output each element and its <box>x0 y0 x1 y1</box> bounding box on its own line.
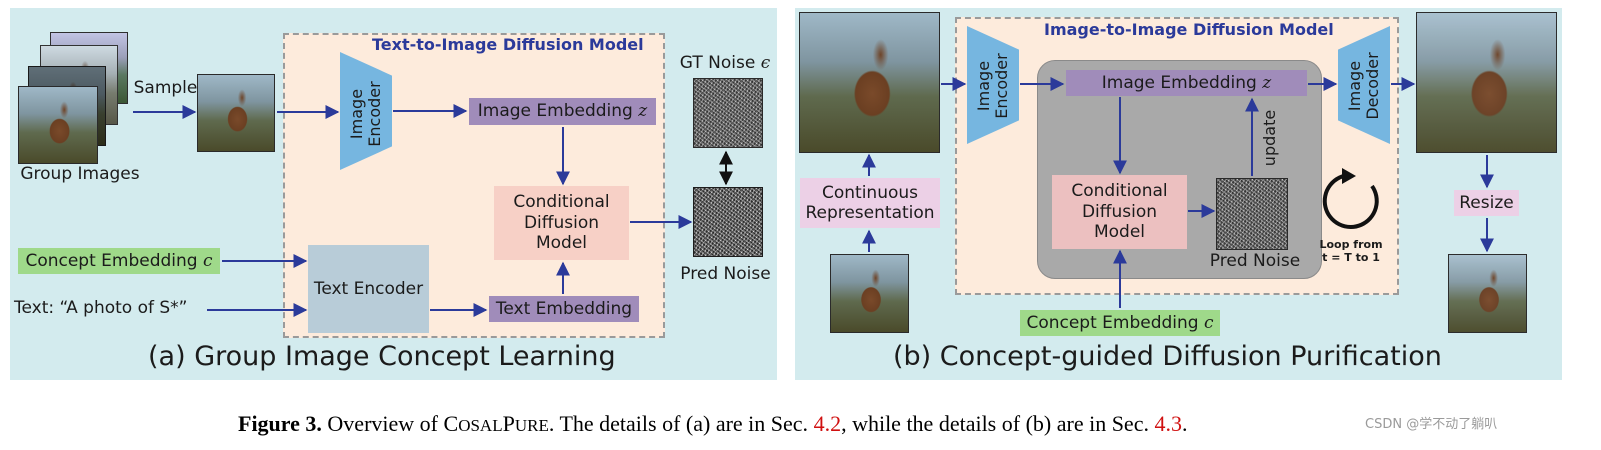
pred-noise-label-b: Pred Noise <box>1209 251 1301 271</box>
gt-noise-symbol: ϵ <box>760 53 771 73</box>
continuous-rep-label: Continuous Representation <box>805 182 935 223</box>
image-embedding-symbol-a: z <box>638 101 648 122</box>
image-encoder-shape-b <box>967 26 1019 144</box>
loop-icon <box>1322 173 1379 229</box>
figure-caption-text4: . <box>1181 411 1188 436</box>
conditional-diffusion-box-b: Conditional Diffusion Model <box>1052 175 1187 249</box>
concept-embedding-box-a: Concept Embedding c <box>18 248 220 274</box>
sampled-image <box>197 74 275 152</box>
pred-noise-image-a <box>693 187 763 257</box>
image-embedding-box-b: Image Embedding z <box>1066 70 1307 96</box>
concept-embedding-label-a: Concept Embedding <box>25 250 198 271</box>
text-encoder-label: Text Encoder <box>313 278 424 299</box>
conditional-diffusion-label-a: Conditional Diffusion Model <box>513 192 610 254</box>
panel-a-caption: (a) Group Image Concept Learning <box>148 341 616 372</box>
section-ref-4-2[interactable]: 4.2 <box>813 411 842 436</box>
method-name-c: C <box>443 411 459 436</box>
sample-label: Sample <box>133 78 198 98</box>
figure-caption-prefix: Figure 3. <box>238 411 322 436</box>
text-embedding-label: Text Embedding <box>495 298 633 319</box>
image-to-image-title: Image-to-Image Diffusion Model <box>1044 20 1334 39</box>
conditional-diffusion-label-b: Conditional Diffusion Model <box>1071 181 1168 243</box>
text-encoder-box: Text Encoder <box>308 245 429 333</box>
gt-noise-text: GT Noise <box>679 53 756 73</box>
loop-label-text: Loop from t = T to 1 <box>1319 238 1383 265</box>
concept-embedding-symbol-b: c <box>1204 312 1214 333</box>
pred-noise-image-b <box>1216 178 1288 250</box>
image-embedding-label-b: Image Embedding <box>1101 72 1257 93</box>
continuous-rep-box: Continuous Representation <box>800 178 940 228</box>
method-name-ure: URE <box>514 416 549 435</box>
image-embedding-box-a: Image Embedding z <box>469 98 656 125</box>
figure-caption-text2: . The details of (a) are in Sec. <box>548 411 814 436</box>
text-to-image-title: Text-to-Image Diffusion Model <box>372 35 644 54</box>
figure-caption-text1: Overview of <box>321 411 444 436</box>
gt-noise-image <box>693 78 763 148</box>
group-image-1 <box>18 86 98 164</box>
loop-label: Loop from t = T to 1 <box>1316 238 1386 264</box>
conditional-diffusion-box-a: Conditional Diffusion Model <box>494 186 629 260</box>
image-embedding-label-a: Image Embedding <box>477 101 633 122</box>
resize-label: Resize <box>1459 192 1514 213</box>
concept-embedding-symbol-a: c <box>203 250 213 271</box>
figure-caption-text3: , while the details of (b) are in Sec. <box>841 411 1155 436</box>
figure-caption: Figure 3. Overview of COSALPURE. The det… <box>238 411 1187 437</box>
group-images-label: Group Images <box>20 164 140 184</box>
image-embedding-symbol-b: z <box>1262 72 1272 93</box>
concept-embedding-box-b: Concept Embedding c <box>1020 310 1220 336</box>
loop-icon-arrowhead <box>1342 168 1356 184</box>
text-embedding-box: Text Embedding <box>489 296 639 322</box>
purified-image-small <box>1448 254 1527 333</box>
purified-image-large <box>1416 12 1557 153</box>
panel-b-caption: (b) Concept-guided Diffusion Purificatio… <box>893 341 1442 372</box>
gt-noise-label: GT Noise ϵ <box>670 53 780 73</box>
method-name-osal: OSAL <box>458 416 503 435</box>
original-image-b <box>830 254 909 333</box>
section-ref-4-3[interactable]: 4.3 <box>1154 411 1182 436</box>
resize-box: Resize <box>1454 190 1519 216</box>
input-image-b <box>799 12 940 153</box>
method-name-p: P <box>502 411 515 436</box>
text-prompt-label: Text: “A photo of S*” <box>14 298 188 318</box>
pred-noise-label-a: Pred Noise <box>680 264 771 284</box>
concept-embedding-label-b: Concept Embedding <box>1026 312 1199 333</box>
watermark: CSDN @学不动了躺叭 <box>1365 417 1498 432</box>
